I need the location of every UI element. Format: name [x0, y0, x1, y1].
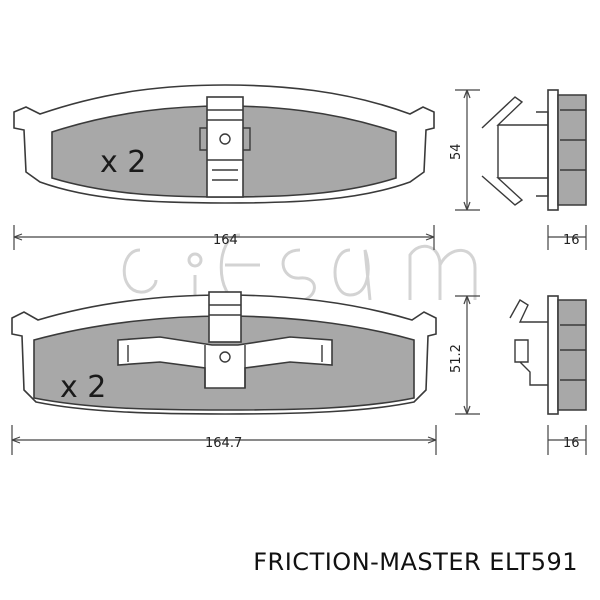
bottom-pad-front-view: x 2 164.7 — [11, 291, 437, 455]
cifam-watermark-logo — [122, 233, 477, 304]
top-side-spring-clip — [481, 96, 548, 206]
bottom-side-friction-material — [557, 299, 587, 411]
top-side-friction-material — [557, 94, 587, 206]
top-pad-front-view: x 2 164 — [13, 84, 435, 250]
bottom-pad-height-label: 51.2 — [449, 344, 464, 373]
bottom-side-spring-clip — [509, 299, 548, 386]
bottom-pad-side-view: 51.2 16 — [449, 295, 587, 455]
bottom-pad-width-dimension: 164.7 — [11, 425, 437, 455]
top-pad-width-dimension: 164 — [13, 225, 435, 250]
top-pad-quantity: x 2 — [100, 145, 146, 180]
bottom-pad-width-label: 164.7 — [205, 436, 242, 451]
top-pad-thickness-label: 16 — [563, 233, 580, 248]
bottom-side-backing-plate — [547, 295, 559, 415]
bottom-pad-quantity: x 2 — [60, 370, 106, 405]
product-title: FRICTION-MASTER ELT591 — [253, 548, 578, 576]
top-side-backing-plate — [547, 89, 559, 211]
top-pad-width-label: 164 — [213, 233, 238, 248]
bottom-pad-center-clip — [208, 291, 242, 343]
bottom-pad-thickness-label: 16 — [563, 436, 580, 451]
top-pad-side-view: 54 16 — [449, 89, 587, 250]
top-pad-center-clip — [206, 96, 244, 198]
top-pad-height-label: 54 — [449, 143, 464, 160]
